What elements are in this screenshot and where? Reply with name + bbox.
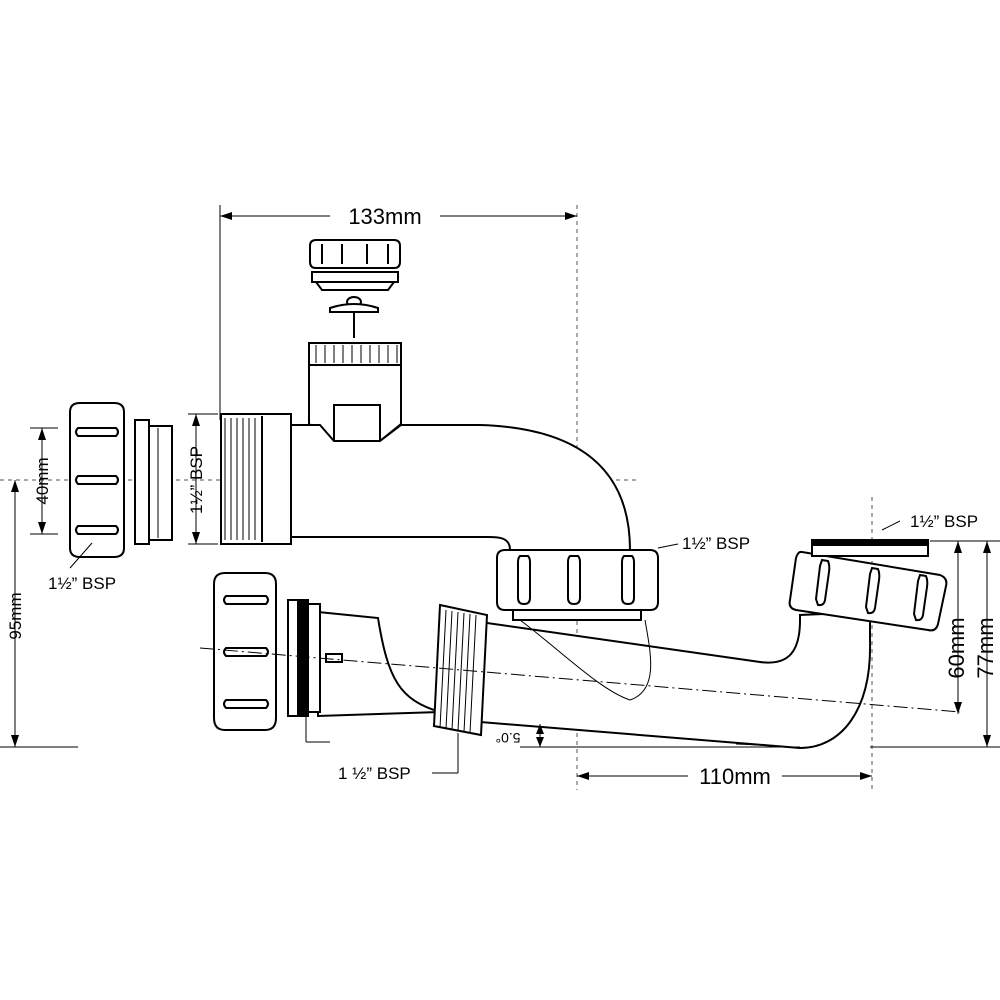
left-nut	[69, 402, 125, 558]
center-nut	[496, 549, 659, 621]
dimension-133-label: 133mm	[348, 204, 421, 229]
center-nut-label: 1½” BSP	[682, 534, 750, 553]
dimension-40: 40mm	[30, 427, 58, 535]
angle-indicator: 5.0°	[495, 724, 800, 748]
right-outlet-label: 1½” BSP	[910, 512, 978, 531]
vertical-inlet	[308, 342, 402, 444]
dimension-95: 95mm	[0, 480, 78, 748]
bottom-thread-connector	[432, 603, 489, 737]
left-thread-dimension: 1½” BSP	[187, 413, 218, 545]
right-outlet-callout: 1½” BSP	[881, 512, 978, 531]
bottom-left-nut	[213, 572, 277, 731]
upper-pipe-bend	[289, 424, 632, 551]
lower-left-pipe	[317, 610, 441, 718]
left-nut-label: 1½” BSP	[48, 574, 116, 593]
dimension-95-label: 95mm	[6, 592, 25, 639]
right-outlet-nut	[788, 539, 948, 632]
center-nut-callout: 1½” BSP	[657, 534, 750, 553]
left-thread-label: 1½” BSP	[187, 446, 206, 514]
angle-label: 5.0°	[495, 730, 520, 746]
left-threaded-inlet	[220, 413, 292, 545]
left-nut-callout: 1½” BSP	[48, 542, 116, 593]
dimension-77: 77mm	[870, 541, 1000, 748]
lower-pipe	[479, 610, 872, 750]
waste-washer	[311, 271, 399, 291]
dimension-60-label: 60mm	[944, 617, 969, 678]
left-seal	[134, 419, 173, 545]
bottom-label: 1 ½” BSP	[338, 764, 411, 783]
dimension-40-label: 40mm	[33, 457, 52, 504]
plug-stem	[329, 296, 379, 338]
dimension-110-label: 110mm	[699, 764, 771, 789]
waste-cap	[309, 239, 401, 269]
bottom-callout: 1 ½” BSP	[338, 733, 459, 783]
centre-line	[199, 647, 961, 713]
dimension-77-label: 77mm	[973, 617, 998, 678]
dimension-110: 110mm	[577, 764, 872, 789]
dimension-133: 133mm	[220, 204, 577, 229]
dimension-60: 60mm	[930, 540, 1000, 714]
